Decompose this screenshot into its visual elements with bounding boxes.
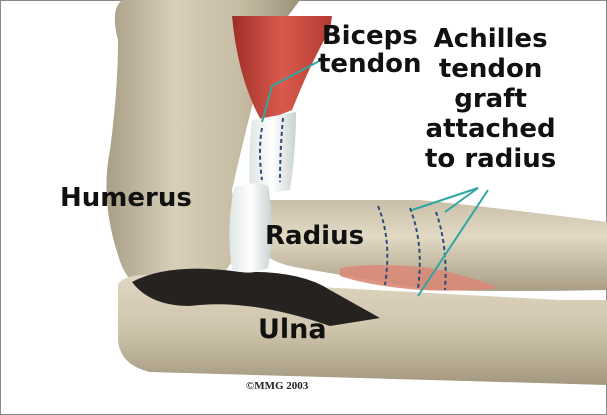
- achilles-line-5: to radius: [425, 144, 556, 174]
- label-humerus: Humerus: [60, 183, 192, 213]
- label-radius: Radius: [265, 221, 364, 251]
- achilles-line-2: tendon: [425, 54, 556, 84]
- label-biceps-tendon: Biceps tendon: [318, 22, 422, 78]
- biceps-line-2: tendon: [318, 50, 422, 78]
- copyright-notice: ©MMG 2003: [246, 380, 308, 392]
- biceps-tendon: [249, 112, 296, 195]
- label-ulna: Ulna: [258, 314, 327, 345]
- achilles-line-3: graft: [425, 84, 556, 114]
- achilles-line-1: Achilles: [425, 24, 556, 54]
- biceps-line-1: Biceps: [318, 22, 422, 50]
- achilles-line-4: attached: [425, 114, 556, 144]
- label-achilles-graft: Achilles tendon graft attached to radius: [425, 24, 556, 174]
